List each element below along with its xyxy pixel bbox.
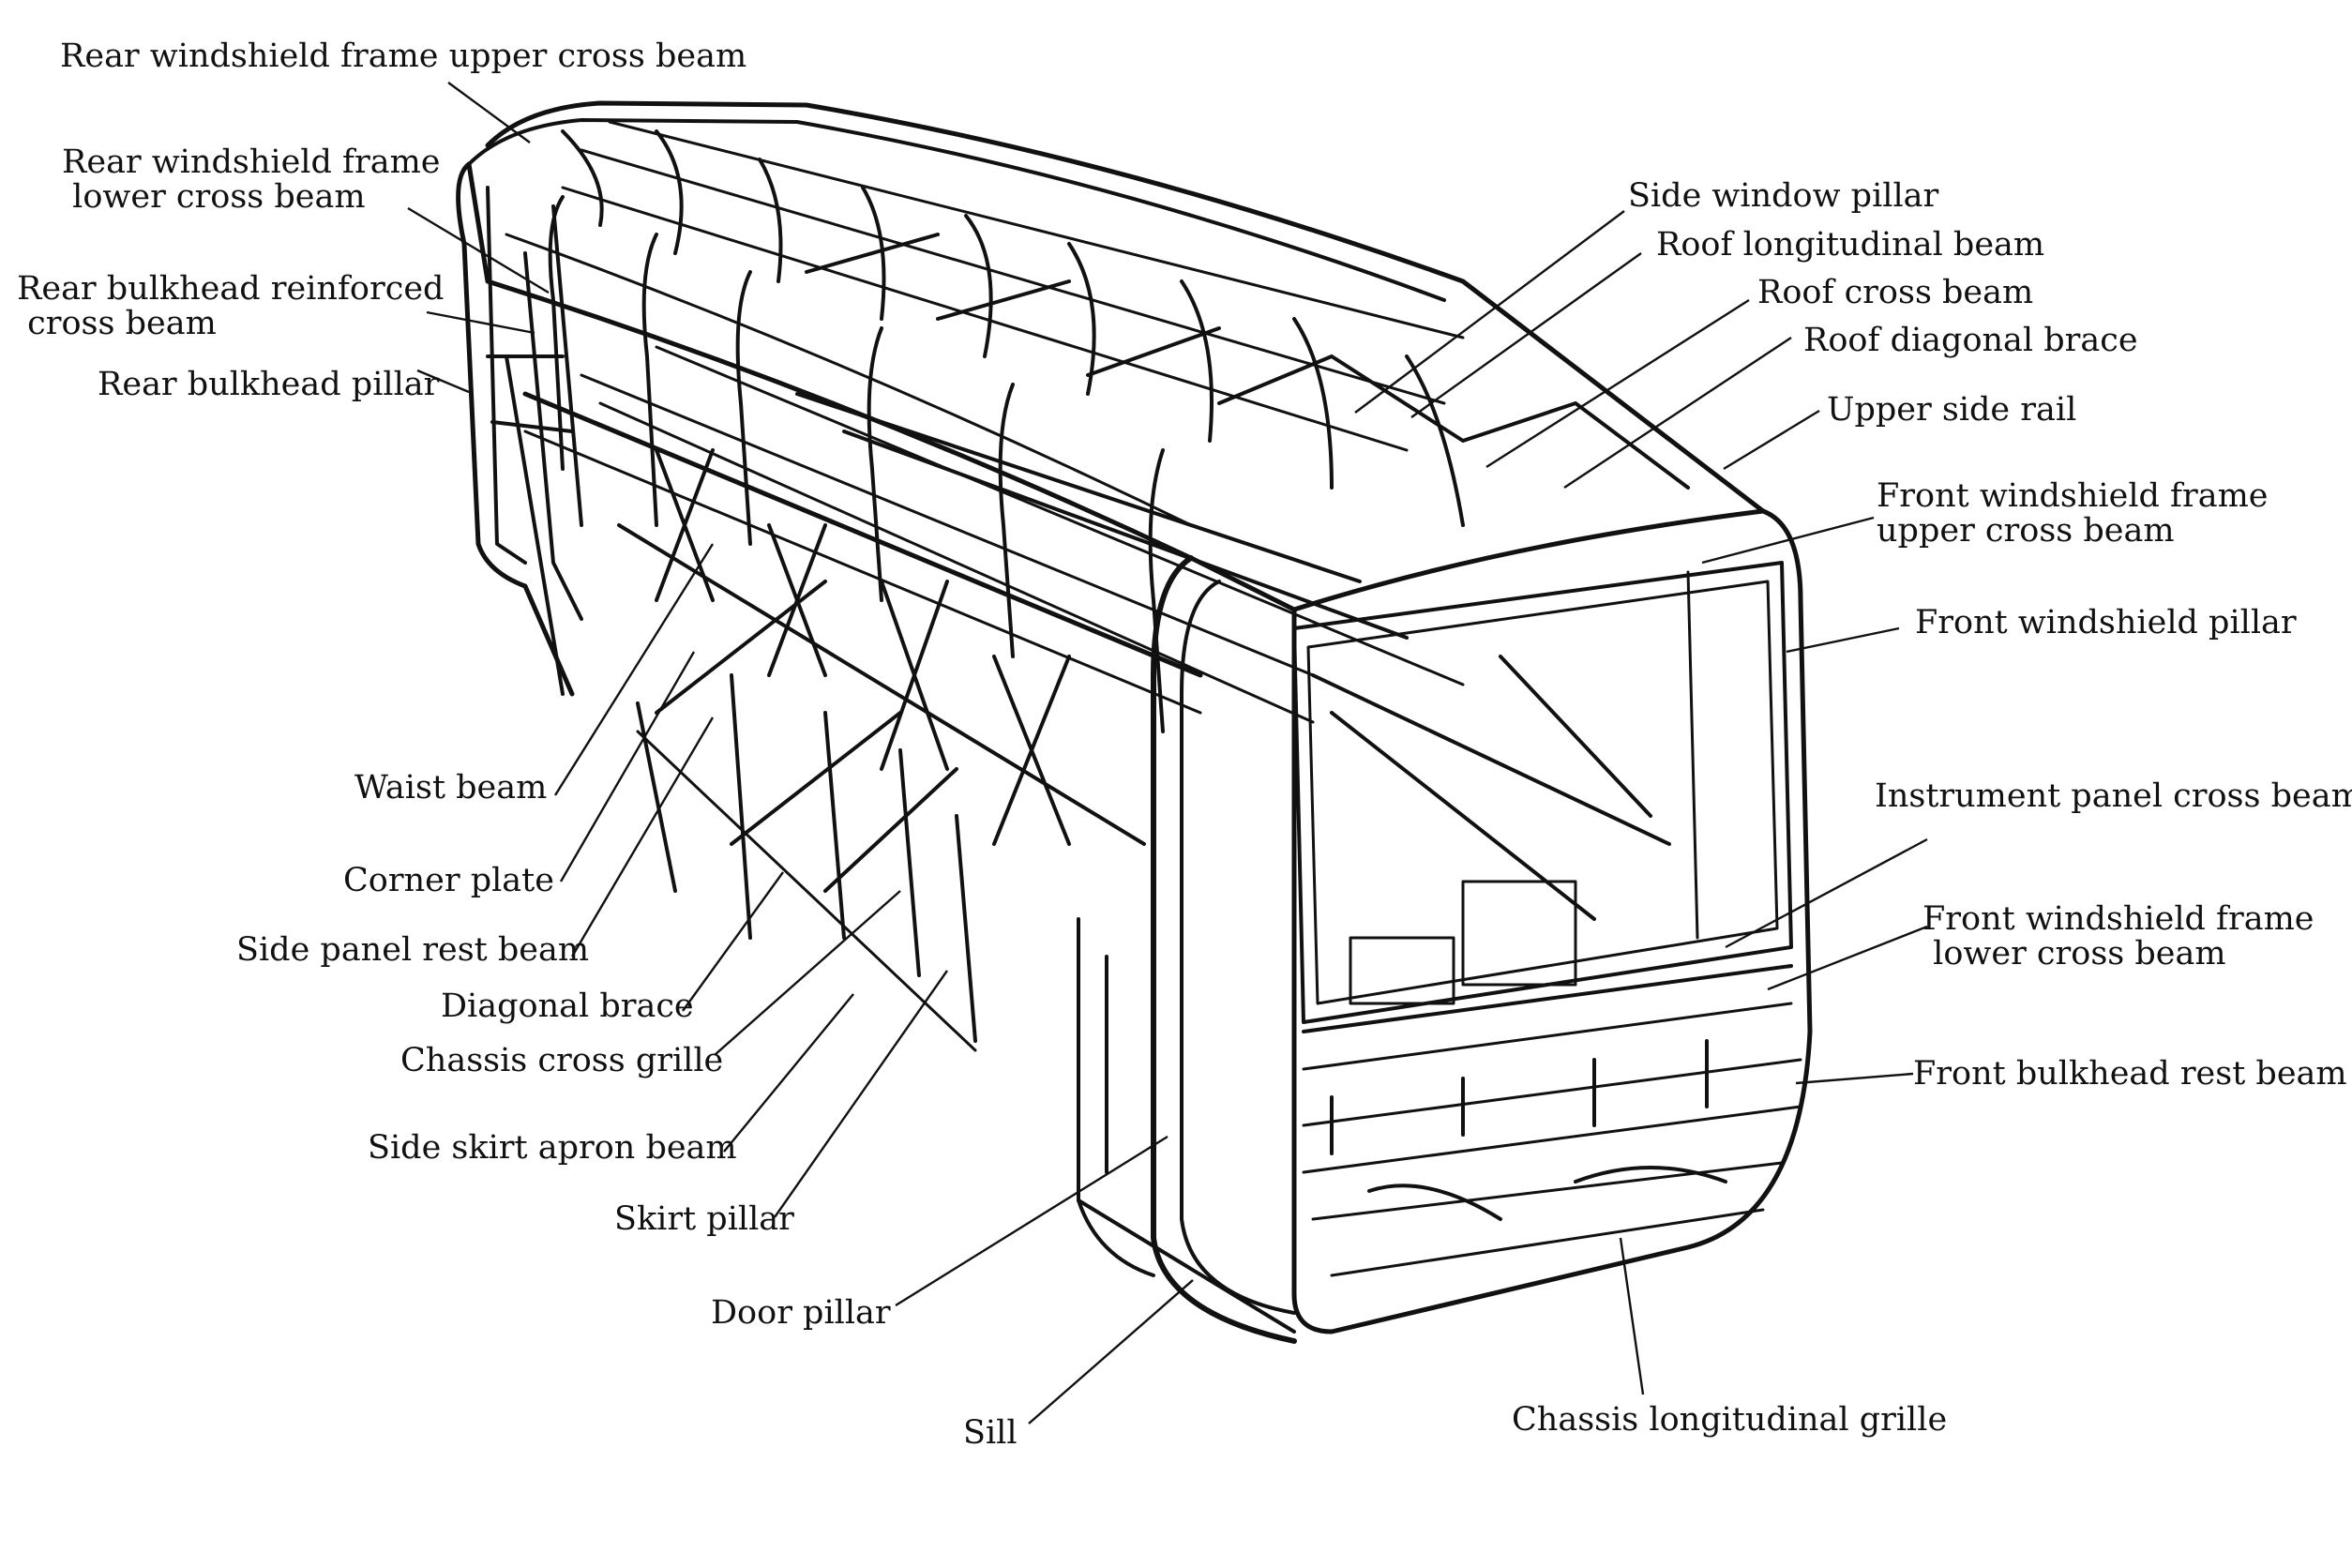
windshield (1292, 561, 1793, 1024)
leader-side-panel-rest-beam (570, 716, 715, 957)
label-side-window-pillar: Side window pillar (1628, 177, 1939, 215)
label-roof-diagonal-brace: Roof diagonal brace (1803, 322, 2138, 359)
label-front-windshield-frame-upper-cross-beam: Front windshield frame upper cross beam (1877, 477, 2269, 550)
label-diagonal-brace: Diagonal brace (441, 988, 694, 1025)
front-side-pillar (1151, 555, 1297, 1344)
leader-chassis-longitudinal-grille (1619, 1237, 1645, 1395)
roof-outline (485, 100, 1766, 514)
leader-sill (1028, 1279, 1194, 1425)
leader-door-pillar (895, 1135, 1168, 1307)
rear-frame (456, 161, 575, 697)
label-rear-windshield-frame-lower-cross-beam: Rear windshield frame lower cross beam (62, 143, 441, 216)
label-upper-side-rail: Upper side rail (1827, 391, 2077, 429)
label-waist-beam: Waist beam (354, 769, 548, 807)
leader-side-skirt-apron-beam (723, 993, 854, 1153)
label-skirt-pillar: Skirt pillar (614, 1200, 794, 1238)
label-sill: Sill (963, 1414, 1018, 1452)
label-chassis-cross-grille: Chassis cross grille (400, 1042, 724, 1079)
leader-chassis-cross-grille (714, 890, 901, 1056)
leader-corner-plate (559, 651, 696, 882)
leader-roof-cross-beam (1485, 298, 1750, 469)
leader-rear-bulkhead-pillar (416, 369, 470, 394)
label-rear-bulkhead-pillar: Rear bulkhead pillar (98, 366, 440, 403)
label-front-windshield-pillar: Front windshield pillar (1915, 604, 2297, 641)
label-instrument-panel-cross-beam: Instrument panel cross beam (1875, 777, 2352, 815)
leader-front-bulkhead-rest-beam (1795, 1072, 1914, 1085)
label-front-windshield-frame-lower-cross-beam: Front windshield frame lower cross beam (1922, 900, 2314, 972)
label-roof-longitudinal-beam: Roof longitudinal beam (1656, 226, 2045, 264)
label-roof-cross-beam: Roof cross beam (1757, 274, 2034, 311)
leader-diagonal-brace (682, 871, 784, 1012)
leader-front-windshield-pillar (1786, 626, 1900, 654)
label-chassis-longitudinal-grille: Chassis longitudinal grille (1512, 1401, 1948, 1439)
label-door-pillar: Door pillar (711, 1294, 891, 1332)
leader-rear-bulkhead-reinforced-cross-beam (426, 310, 535, 335)
leader-rear-windshield-frame-upper-cross-beam (447, 82, 531, 143)
leader-roof-longitudinal-beam (1410, 252, 1642, 418)
leader-roof-diagonal-brace (1563, 336, 1792, 490)
leader-instrument-panel-cross-beam (1725, 837, 1928, 949)
label-rear-windshield-frame-upper-cross-beam: Rear windshield frame upper cross beam (60, 38, 747, 75)
label-corner-plate: Corner plate (343, 862, 554, 899)
door-opening (1077, 917, 1155, 1277)
label-front-bulkhead-rest-beam: Front bulkhead rest beam (1913, 1055, 2347, 1093)
waist-beam-line (522, 391, 1203, 678)
leader-front-windshield-frame-lower-cross-beam (1767, 925, 1928, 991)
leader-skirt-pillar (774, 970, 948, 1218)
label-rear-bulkhead-reinforced-cross-beam: Rear bulkhead reinforced cross beam (17, 270, 445, 342)
leader-rear-windshield-frame-lower-cross-beam (407, 206, 550, 294)
leader-waist-beam (553, 543, 715, 796)
leader-side-window-pillar (1354, 210, 1625, 414)
front-face (1291, 508, 1813, 1334)
label-side-skirt-apron-beam: Side skirt apron beam (368, 1129, 737, 1167)
leader-upper-side-rail (1723, 409, 1820, 471)
sill-line (1077, 1199, 1296, 1334)
leader-front-windshield-frame-upper-cross-beam (1701, 516, 1875, 565)
label-side-panel-rest-beam: Side panel rest beam (236, 931, 590, 969)
